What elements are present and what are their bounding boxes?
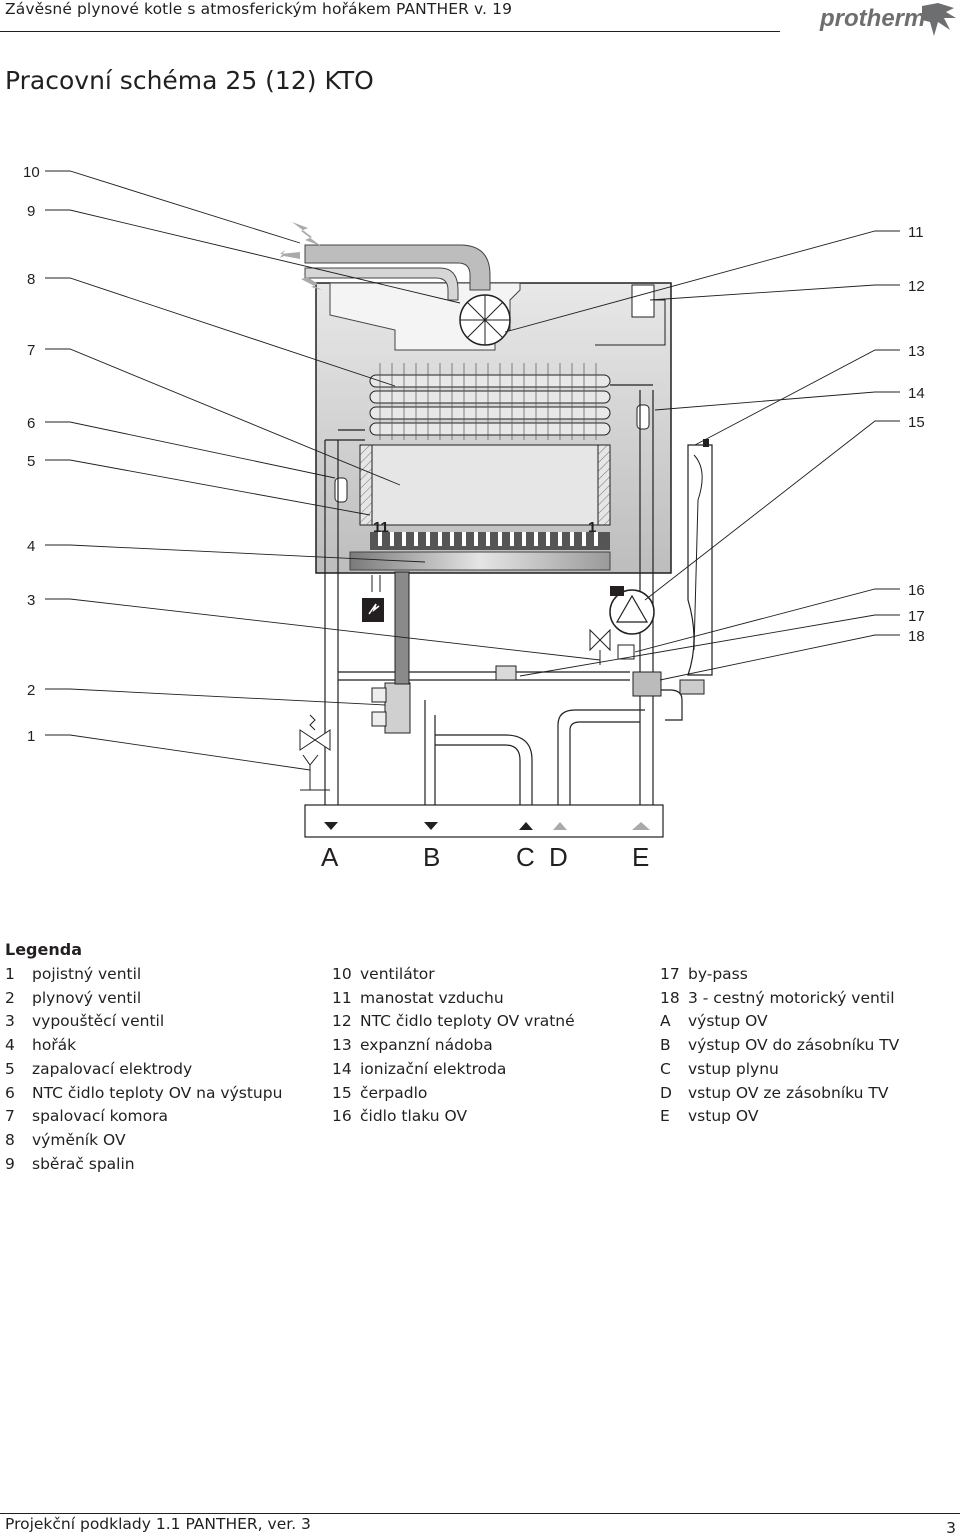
callout-7: 7	[27, 342, 35, 359]
gas-valve-icon	[384, 682, 411, 734]
inlet-arrow-c-icon	[519, 822, 533, 830]
document-header-title: Závěsné plynové kotle s atmosferickým ho…	[5, 0, 513, 18]
safety-valve-icon	[299, 729, 331, 751]
callout-11: 11	[908, 224, 924, 241]
page-title: Pracovní schéma 25 (12) KTO	[5, 66, 374, 95]
bypass-icon	[495, 665, 517, 681]
drain-valve-icon	[589, 628, 611, 652]
flue-duct	[304, 244, 491, 291]
heat-exchanger	[369, 374, 611, 436]
callout-18: 18	[908, 628, 925, 645]
air-pressure-switch-icon	[631, 284, 655, 318]
pressure-sensor-icon	[617, 644, 635, 660]
logo-text: protherm	[819, 5, 925, 32]
callout-9: 9	[27, 203, 35, 220]
connection-label-e: E	[632, 842, 649, 872]
ntc-sensor-return-icon	[636, 404, 650, 430]
ntc-sensor-outlet-icon	[334, 477, 348, 503]
combustion-chamber	[359, 444, 611, 526]
callout-4: 4	[27, 538, 35, 555]
protherm-logo: protherm	[819, 3, 956, 36]
callout-5: 5	[27, 453, 35, 470]
callout-16: 16	[908, 582, 925, 599]
ignition-unit-icon	[362, 598, 384, 622]
burner	[349, 532, 611, 571]
callout-6: 6	[27, 415, 35, 432]
inlet-arrow-e-icon	[632, 822, 650, 830]
callout-17: 17	[908, 608, 925, 625]
callout-2: 2	[27, 682, 35, 699]
outlet-arrow-a-icon	[324, 822, 338, 830]
footer-text: Projekční podklady 1.1 PANTHER, ver. 3	[5, 1515, 311, 1533]
connection-box	[304, 804, 664, 838]
panther-head-icon	[922, 3, 956, 36]
electrode-mark-right: 1	[588, 519, 596, 536]
callout-10: 10	[23, 164, 40, 181]
air-inlet-arrow-icon	[292, 222, 321, 246]
outlet-arrow-b-icon	[424, 822, 438, 830]
callout-3: 3	[27, 592, 35, 609]
callout-15: 15	[908, 414, 925, 431]
connection-label-c: C	[516, 842, 535, 872]
footer-rule	[0, 1513, 960, 1514]
pump-icon	[609, 589, 655, 635]
connection-label-a: A	[321, 842, 339, 872]
callout-1: 1	[27, 728, 35, 745]
inlet-arrow-d-icon	[553, 822, 567, 830]
callout-12: 12	[908, 278, 925, 295]
flue-outlet-arrow-icon	[280, 250, 300, 259]
boiler-schematic: 11 1	[23, 164, 925, 872]
callout-13: 13	[908, 343, 925, 360]
expansion-vessel	[687, 444, 713, 676]
callout-14: 14	[908, 385, 925, 402]
electrode-mark-left: 11	[373, 519, 389, 536]
header-rule	[0, 31, 780, 32]
connection-label-d: D	[549, 842, 568, 872]
legend-title: Legenda	[5, 940, 82, 959]
three-way-valve-icon	[632, 671, 662, 697]
page-number: 3	[946, 1519, 956, 1537]
callout-8: 8	[27, 271, 35, 288]
connection-label-b: B	[423, 842, 440, 872]
